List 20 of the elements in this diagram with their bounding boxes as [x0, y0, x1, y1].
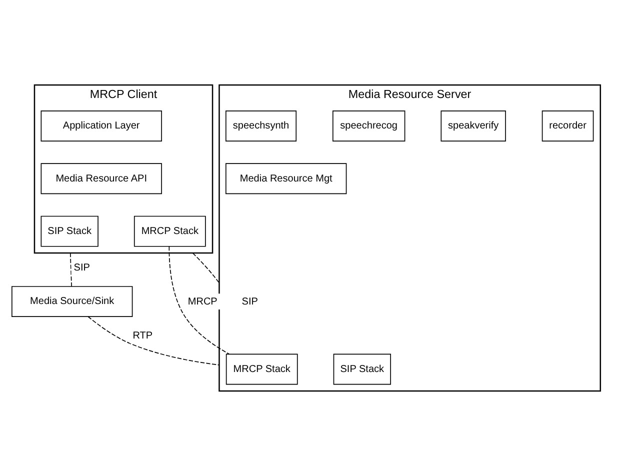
- node-box: MRCP Stack: [134, 215, 206, 246]
- connector: [168, 246, 230, 354]
- connector: [88, 316, 220, 365]
- node-box: Application Layer: [40, 110, 162, 141]
- node-box: SIP Stack: [40, 215, 98, 246]
- edge-label: SIP: [242, 296, 258, 308]
- node-box: Media Source/Sink: [12, 286, 133, 316]
- node-box: Media Resource API: [40, 162, 162, 194]
- connector: [192, 252, 220, 283]
- edge-label: RTP: [132, 330, 153, 341]
- edge-label: MRCP: [188, 296, 218, 308]
- node-box: speakverify: [440, 110, 506, 141]
- node-box: recorder: [542, 110, 594, 141]
- node-box: speechrecog: [332, 110, 406, 141]
- node-box: SIP Stack: [333, 353, 391, 384]
- node-box: speechsynth: [226, 110, 297, 141]
- node-box: Media Resource Mgt: [226, 162, 347, 194]
- node-box: MRCP Stack: [226, 353, 298, 384]
- connector: [70, 252, 72, 286]
- edge-label: SIP: [74, 262, 90, 274]
